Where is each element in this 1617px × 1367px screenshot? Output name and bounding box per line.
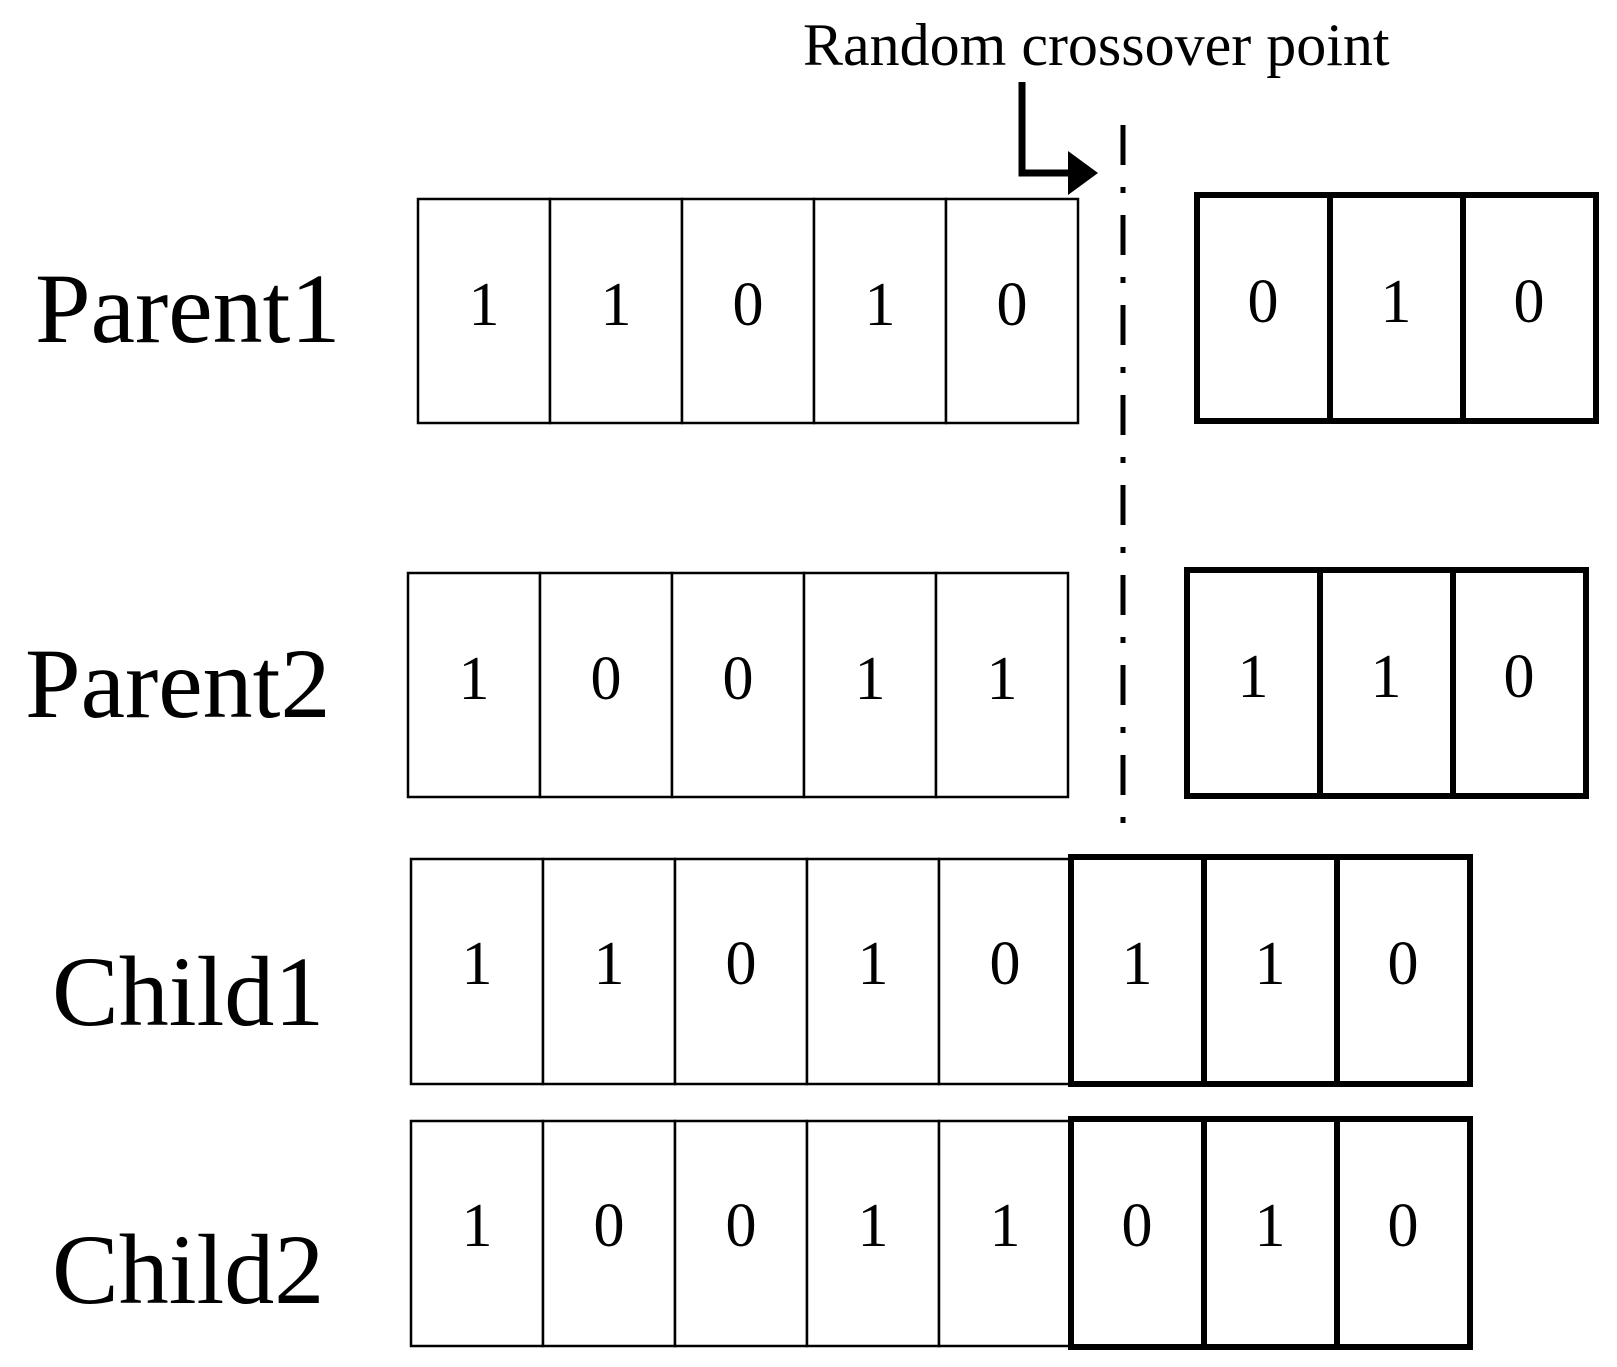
gene-value: 1 bbox=[990, 1192, 1021, 1260]
gene-value: 1 bbox=[469, 271, 500, 339]
child1-tail-segment: 1 1 0 bbox=[1068, 854, 1473, 1087]
gene-cell bbox=[409, 857, 545, 1086]
gene-cell bbox=[1334, 854, 1473, 1087]
row-label-parent1: Parent1 bbox=[35, 253, 340, 364]
gene-value: 1 bbox=[459, 645, 490, 713]
gene-cell bbox=[812, 197, 948, 425]
gene-cell bbox=[1460, 192, 1599, 424]
gene-value: 0 bbox=[591, 645, 622, 713]
gene-cell bbox=[944, 197, 1080, 425]
gene-value: 1 bbox=[1122, 930, 1153, 998]
gene-cell bbox=[416, 197, 552, 425]
row-label-child2: Child2 bbox=[52, 1214, 324, 1325]
gene-value: 1 bbox=[601, 271, 632, 339]
crossover-pointer-arrow bbox=[1018, 82, 1098, 195]
gene-cell bbox=[805, 1119, 941, 1348]
gene-value: 0 bbox=[594, 1192, 625, 1260]
gene-cell bbox=[541, 857, 677, 1086]
gene-cell bbox=[805, 857, 941, 1086]
child2-tail-segment: 0 1 0 bbox=[1068, 1116, 1473, 1350]
gene-value: 1 bbox=[865, 271, 896, 339]
gene-value: 0 bbox=[990, 930, 1021, 998]
gene-value: 1 bbox=[462, 1192, 493, 1260]
gene-value: 0 bbox=[997, 271, 1028, 339]
gene-value: 1 bbox=[855, 645, 886, 713]
gene-cell bbox=[1201, 854, 1340, 1087]
gene-cell bbox=[937, 1119, 1073, 1348]
gene-cell bbox=[937, 857, 1073, 1086]
parent2-tail-segment: 1 1 0 bbox=[1184, 567, 1589, 799]
gene-cell bbox=[1334, 1116, 1473, 1350]
gene-value: 1 bbox=[1255, 1192, 1286, 1260]
gene-cell bbox=[673, 857, 809, 1086]
child2-head-segment: 1 0 0 1 1 bbox=[409, 1119, 1073, 1348]
gene-value: 0 bbox=[726, 930, 757, 998]
gene-value: 1 bbox=[462, 930, 493, 998]
gene-value: 1 bbox=[987, 645, 1018, 713]
gene-cell bbox=[406, 571, 542, 799]
gene-value: 1 bbox=[1238, 643, 1269, 711]
gene-value: 0 bbox=[1388, 1192, 1419, 1260]
gene-value: 0 bbox=[1248, 268, 1279, 336]
gene-cell bbox=[548, 197, 684, 425]
gene-cell bbox=[538, 571, 674, 799]
gene-value: 1 bbox=[1371, 643, 1402, 711]
row-label-parent2: Parent2 bbox=[25, 628, 330, 739]
parent2-head-segment: 1 0 0 1 1 bbox=[406, 571, 1070, 799]
row-label-child1: Child1 bbox=[52, 936, 324, 1047]
gene-value: 0 bbox=[1504, 643, 1535, 711]
gene-value: 0 bbox=[1514, 268, 1545, 336]
gene-cell bbox=[409, 1119, 545, 1348]
gene-value: 1 bbox=[1381, 268, 1412, 336]
gene-cell bbox=[541, 1119, 677, 1348]
gene-value: 1 bbox=[594, 930, 625, 998]
gene-cell bbox=[934, 571, 1070, 799]
crossover-title: Random crossover point bbox=[803, 12, 1390, 78]
gene-value: 1 bbox=[858, 1192, 889, 1260]
gene-cell bbox=[1450, 567, 1589, 799]
gene-cell bbox=[1327, 192, 1466, 424]
gene-value: 1 bbox=[858, 930, 889, 998]
gene-value: 0 bbox=[723, 645, 754, 713]
gene-cell bbox=[802, 571, 938, 799]
gene-value: 0 bbox=[1122, 1192, 1153, 1260]
gene-cell bbox=[670, 571, 806, 799]
parent1-head-segment: 1 1 0 1 0 bbox=[416, 197, 1080, 425]
gene-cell bbox=[673, 1119, 809, 1348]
gene-value: 1 bbox=[1255, 930, 1286, 998]
gene-value: 0 bbox=[733, 271, 764, 339]
gene-cell bbox=[1194, 192, 1333, 424]
child1-head-segment: 1 1 0 1 0 bbox=[409, 857, 1073, 1086]
gene-cell bbox=[1317, 567, 1456, 799]
gene-value: 0 bbox=[1388, 930, 1419, 998]
gene-value: 0 bbox=[726, 1192, 757, 1260]
parent1-tail-segment: 0 1 0 bbox=[1194, 192, 1599, 424]
